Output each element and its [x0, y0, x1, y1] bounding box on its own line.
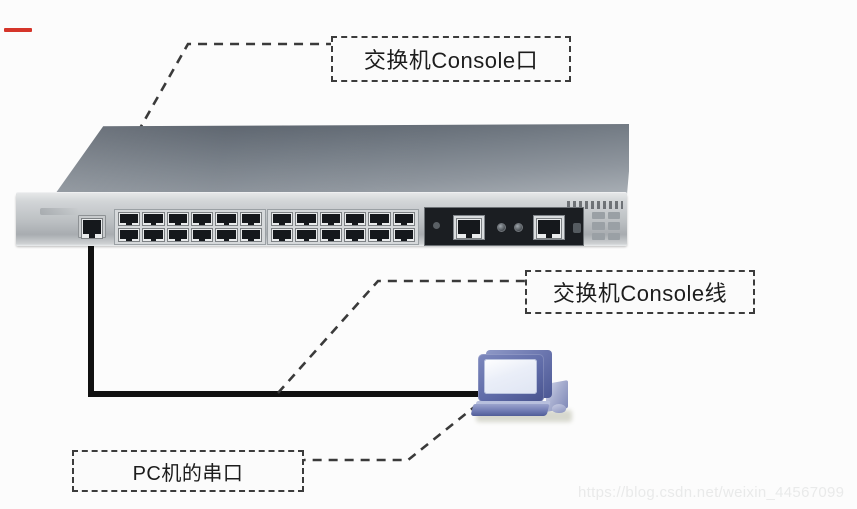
- rj45-jack[interactable]: [166, 212, 189, 226]
- rj45-jack[interactable]: [190, 228, 214, 242]
- module-knob: [573, 223, 581, 233]
- rj45-jack[interactable]: [319, 212, 342, 226]
- port-column: [367, 212, 391, 242]
- red-underline-mark: [4, 28, 32, 32]
- rj45-jack[interactable]: [271, 212, 294, 226]
- rj45-jack[interactable]: [392, 228, 415, 242]
- switch-top-sheen: [50, 124, 629, 200]
- watermark: https://blog.csdn.net/weixin_44567099: [578, 484, 845, 501]
- port-column: [239, 212, 263, 242]
- uplink-port-2[interactable]: [533, 215, 565, 240]
- vendor-logo: [40, 208, 78, 215]
- rj45-jack[interactable]: [239, 212, 262, 226]
- rj45-jack[interactable]: [368, 228, 391, 242]
- uplink-module: [424, 207, 584, 246]
- console-port[interactable]: [78, 215, 106, 239]
- rj45-jack[interactable]: [142, 212, 165, 226]
- port-bank-b: [267, 209, 419, 245]
- pc-keyboard: [470, 404, 550, 416]
- model-text: [567, 201, 623, 209]
- port-column: [190, 212, 214, 242]
- callout-switch-console-port: 交换机Console口: [331, 36, 571, 82]
- rj45-jack[interactable]: [343, 212, 367, 226]
- status-led: [514, 223, 523, 232]
- rj45-jack[interactable]: [118, 212, 141, 226]
- rj45-jack[interactable]: [239, 228, 262, 242]
- rj45-jack[interactable]: [142, 228, 165, 242]
- pc-mouse: [552, 404, 566, 413]
- rj45-jack[interactable]: [166, 228, 189, 242]
- rj45-jack[interactable]: [343, 228, 367, 242]
- led-cell: [607, 222, 620, 230]
- port-column: [141, 212, 165, 242]
- pc-screen: [484, 359, 537, 394]
- rj45-jack[interactable]: [368, 212, 391, 226]
- port-column: [294, 212, 318, 242]
- ethernet-switch: [14, 124, 629, 249]
- rj45-jack-console: [81, 218, 103, 239]
- module-indicator-dot: [433, 222, 440, 229]
- callout-label-text: 交换机Console线: [552, 281, 728, 306]
- desktop-computer-icon: [468, 348, 580, 426]
- rj45-jack[interactable]: [392, 212, 415, 226]
- led-cell: [592, 232, 605, 240]
- rj45-jack[interactable]: [271, 228, 294, 242]
- rj45-jack-uplink: [456, 218, 482, 239]
- led-cell: [607, 232, 620, 240]
- uplink-port-1[interactable]: [453, 215, 485, 240]
- rj45-jack-uplink: [536, 218, 562, 239]
- port-column: [270, 212, 294, 242]
- callout-label-text: PC机的串口: [132, 462, 244, 485]
- rj45-jack[interactable]: [215, 212, 238, 226]
- status-led: [497, 223, 506, 232]
- port-column: [117, 212, 141, 242]
- rj45-jack[interactable]: [190, 212, 214, 226]
- port-column: [319, 212, 343, 242]
- port-column: [214, 212, 238, 242]
- led-cell: [607, 212, 620, 220]
- switch-top-face: [50, 124, 629, 200]
- port-column: [343, 212, 367, 242]
- callout-label-text: 交换机Console口: [363, 48, 539, 73]
- port-column: [166, 212, 190, 242]
- rj45-jack[interactable]: [295, 212, 318, 226]
- port-column: [392, 212, 416, 242]
- rj45-jack[interactable]: [215, 228, 238, 242]
- rj45-jack[interactable]: [295, 228, 318, 242]
- led-indicator-grid: [592, 212, 620, 240]
- led-cell: [592, 212, 605, 220]
- port-bank-a: [114, 209, 266, 245]
- callout-switch-console-cable: 交换机Console线: [525, 270, 755, 314]
- leader-pc-serial: [300, 402, 479, 462]
- rj45-jack[interactable]: [118, 228, 141, 242]
- rj45-jack[interactable]: [319, 228, 342, 242]
- callout-pc-serial-port: PC机的串口: [72, 450, 304, 492]
- led-cell: [592, 222, 605, 230]
